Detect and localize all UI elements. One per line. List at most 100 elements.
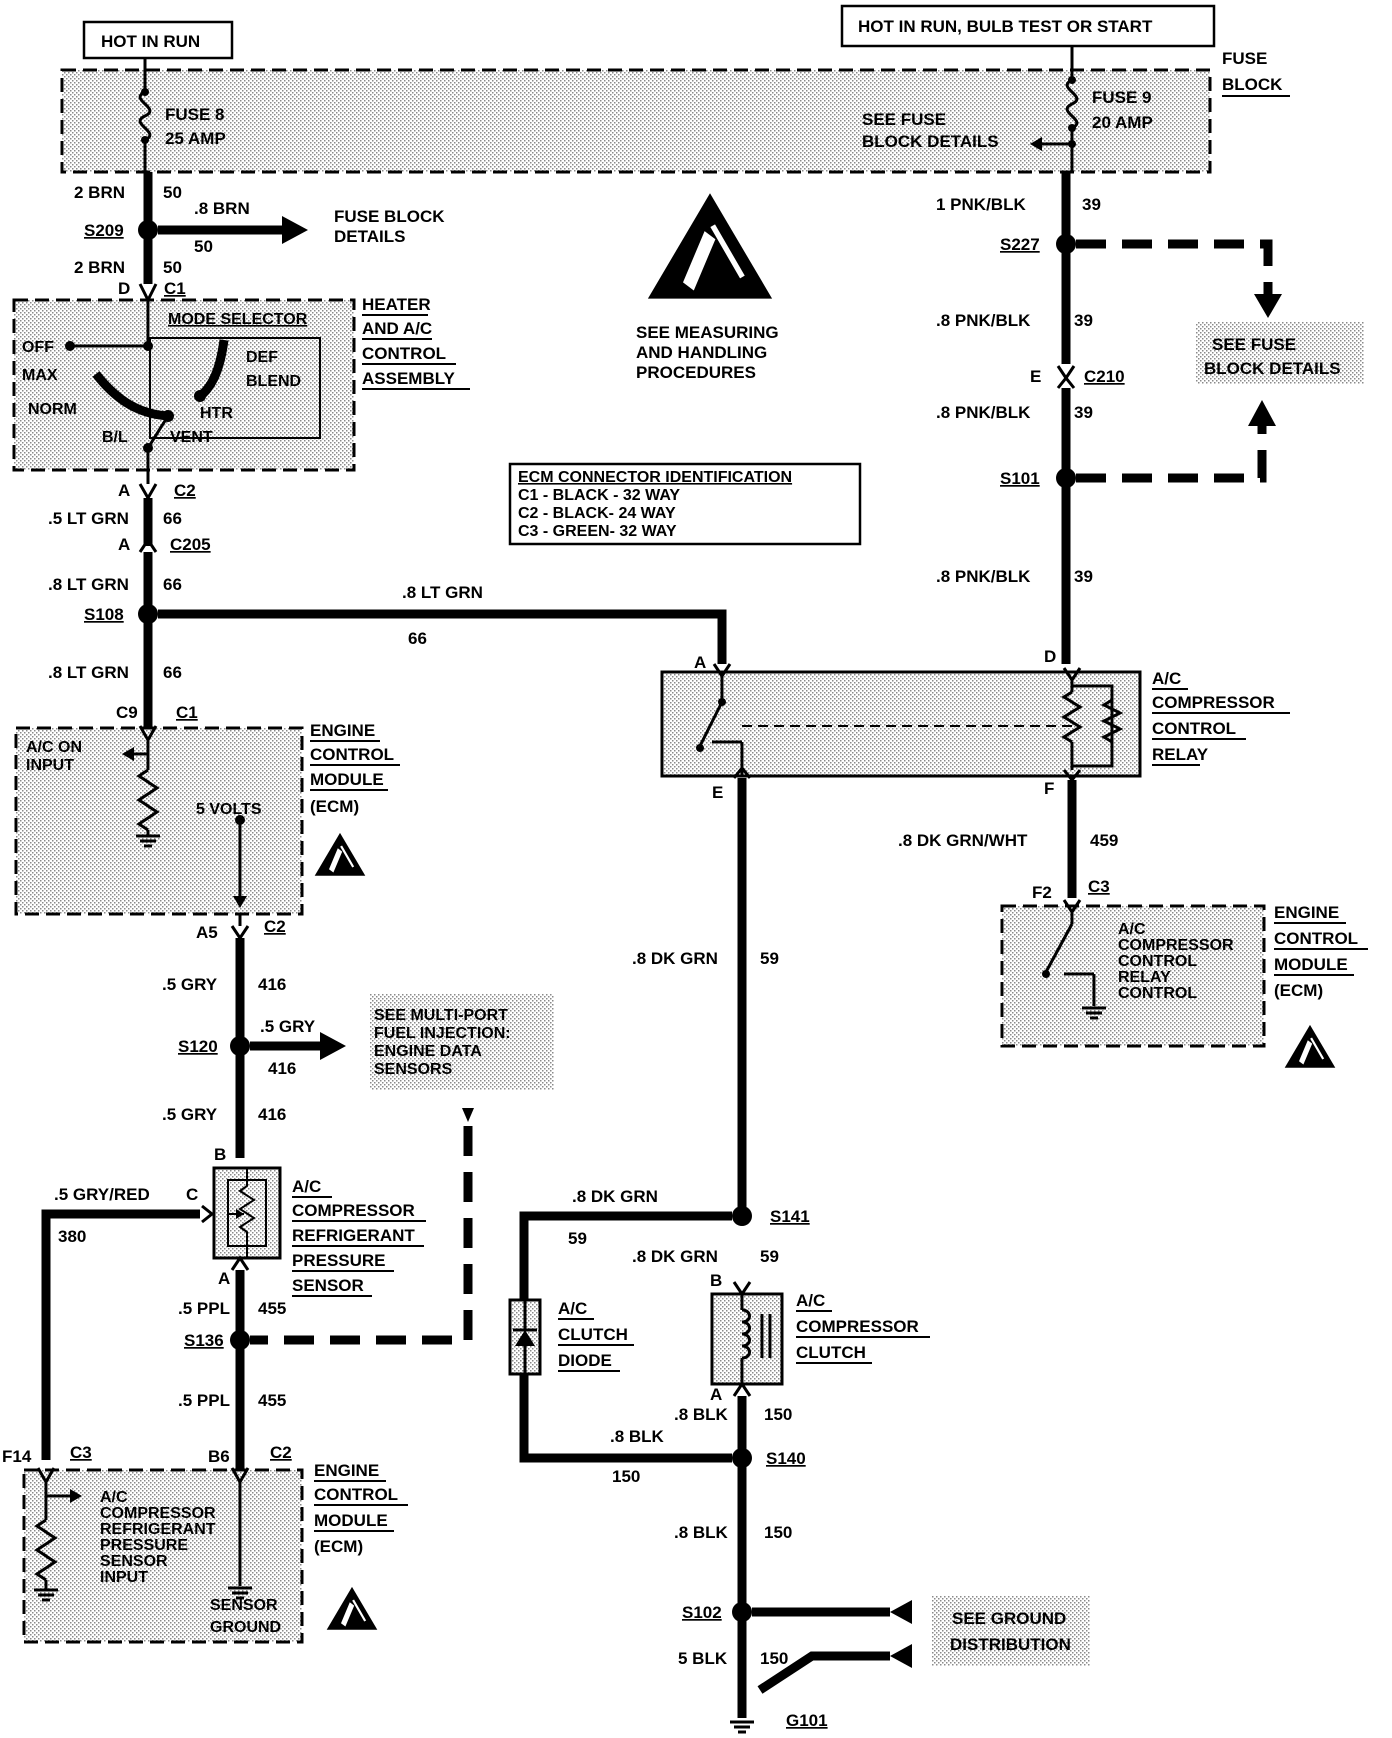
see-fuse-block-details-box: SEE FUSE BLOCK DETAILS: [1196, 322, 1364, 384]
connector-label: C2: [270, 1443, 292, 1462]
connector-label: C210: [1084, 367, 1125, 386]
esd-warning-icon-large: [648, 193, 772, 298]
fuse-block-details-label: DETAILS: [334, 227, 405, 246]
wire-gauge-label: .5 LT GRN: [48, 509, 129, 528]
ecm2-text: A/C: [100, 1489, 128, 1506]
ecm-label: MODULE: [1274, 955, 1348, 974]
ac-on-input-label: INPUT: [26, 757, 74, 774]
ecm-label: MODULE: [314, 1511, 388, 1530]
esd-note-text: SEE MEASURING: [636, 323, 779, 342]
ecm-conn-title: ECM CONNECTOR IDENTIFICATION: [518, 469, 792, 486]
fuse-block-label-2: BLOCK: [1222, 75, 1283, 94]
circuit-number: 39: [1082, 195, 1101, 214]
sensor-label: A/C: [292, 1177, 321, 1196]
clutch-label: CLUTCH: [796, 1343, 866, 1362]
circuit-number: 50: [163, 258, 182, 277]
fuse-9-label: FUSE 9: [1092, 88, 1152, 107]
splice-s120: [230, 1036, 250, 1056]
sensor-label: SENSOR: [292, 1276, 364, 1295]
wire-gauge-label: .5 GRY: [162, 975, 218, 994]
wire-gauge-label: .8 DK GRN/WHT: [898, 831, 1028, 850]
fuse-9-amp: 20 AMP: [1092, 113, 1153, 132]
heater-label-3: CONTROL: [362, 344, 446, 363]
circuit-number: 66: [163, 509, 182, 528]
fuse-8: FUSE 8 25 AMP: [138, 58, 226, 172]
see-ground-text: DISTRIBUTION: [950, 1635, 1071, 1654]
ecm2-text: SENSOR: [100, 1553, 168, 1570]
ecm-module-2: A/C COMPRESSOR REFRIGERANT PRESSURE SENS…: [22, 1461, 408, 1644]
see-ground-distribution-box: SEE GROUND DISTRIBUTION: [932, 1596, 1090, 1666]
see-mpfi-box: SEE MULTI-PORT FUEL INJECTION: ENGINE DA…: [370, 994, 554, 1090]
splice-label: S102: [682, 1603, 722, 1622]
ac-compressor-clutch: B A A/C COMPRESSOR CLUTCH: [710, 1271, 930, 1404]
dashed-link-s136-mpfi: [250, 1126, 473, 1345]
dashed-link-s227: [1076, 239, 1273, 296]
position-htr: HTR: [200, 405, 233, 422]
circuit-number: 455: [258, 1391, 286, 1410]
splice-label: S120: [178, 1037, 218, 1056]
position-vent: VENT: [170, 429, 213, 446]
ecm2-text: COMPRESSOR: [100, 1505, 216, 1522]
ecm-conn-line: C2 - BLACK- 24 WAY: [518, 505, 676, 522]
diode-label: DIODE: [558, 1351, 612, 1370]
hot-in-run-bulb-text: HOT IN RUN, BULB TEST OR START: [858, 17, 1153, 36]
connector-label: C205: [170, 535, 211, 554]
wire-gauge-label: .8 DK GRN: [632, 949, 718, 968]
splice-s108: [138, 604, 158, 624]
ecm2-text: INPUT: [100, 1569, 148, 1586]
splice-s209: [138, 220, 158, 240]
position-def: DEF: [246, 349, 278, 366]
position-blend: BLEND: [246, 373, 301, 390]
connector-pin: D: [118, 279, 130, 298]
splice-label: S101: [1000, 469, 1040, 488]
connector-label: C3: [1088, 877, 1110, 896]
see-fuse-block-details-2: BLOCK DETAILS: [862, 132, 999, 151]
connector-pin: F2: [1032, 883, 1052, 902]
fuse-block: FUSE BLOCK: [60, 49, 1290, 174]
wire-gauge-label: 2 BRN: [74, 258, 125, 277]
wire-gauge-label: .8 PNK/BLK: [936, 567, 1031, 586]
relay-label: COMPRESSOR: [1152, 693, 1275, 712]
ecm-label: CONTROL: [1274, 929, 1358, 948]
circuit-number: 416: [258, 1105, 286, 1124]
ecm-conn-line: C1 - BLACK - 32 WAY: [518, 487, 680, 504]
connector-pin: D: [1044, 647, 1056, 666]
connector-pin: E: [712, 783, 723, 802]
splice-label: S141: [770, 1207, 810, 1226]
mode-selector-label: MODE SELECTOR: [168, 311, 308, 328]
circuit-number: 50: [194, 237, 213, 256]
connector-pin: A: [694, 653, 706, 672]
position-off: OFF: [22, 339, 54, 356]
wire-gauge-label: .5 GRY: [260, 1017, 316, 1036]
circuit-number: 459: [1090, 831, 1118, 850]
circuit-number: 380: [58, 1227, 86, 1246]
esd-warning-icon: [313, 831, 367, 877]
connector-pin: C: [186, 1185, 198, 1204]
ecm-label: CONTROL: [310, 745, 394, 764]
splice-label: S140: [766, 1449, 806, 1468]
ecm-label: (ECM): [1274, 981, 1323, 1000]
ecm-label: ENGINE: [310, 721, 375, 740]
connector-c2-symbol: [138, 483, 158, 502]
diode-label: A/C: [558, 1299, 587, 1318]
splice-s141: [732, 1206, 752, 1226]
relay-label: RELAY: [1152, 745, 1209, 764]
ecm3-text: CONTROL: [1118, 953, 1197, 970]
splice-label: S108: [84, 605, 124, 624]
circuit-number: 59: [760, 949, 779, 968]
ecm3-text: CONTROL: [1118, 985, 1197, 1002]
splice-label: S209: [84, 221, 124, 240]
connector-a5-symbol: [230, 925, 250, 941]
connector-pin: B: [710, 1271, 722, 1290]
ac-compressor-control-relay: A E D F A/C COMPRESSOR CONTROL RELAY: [660, 647, 1290, 802]
sensor-ground-text: GROUND: [210, 1619, 281, 1636]
ecm-label: MODULE: [310, 770, 384, 789]
see-mpfi-text: ENGINE DATA: [374, 1043, 482, 1060]
wire-gauge-label: .8 BLK: [610, 1427, 665, 1446]
heater-ac-control-assembly: OFF MAX NORM B/L VENT HTR DEF BLEND MODE…: [12, 283, 470, 472]
wire-diode-top: [519, 1211, 732, 1300]
connector-pin: E: [1030, 367, 1041, 386]
connector-label: C1: [164, 279, 186, 298]
see-mpfi-text: SENSORS: [374, 1061, 453, 1078]
connector-pin: A: [218, 1269, 230, 1288]
